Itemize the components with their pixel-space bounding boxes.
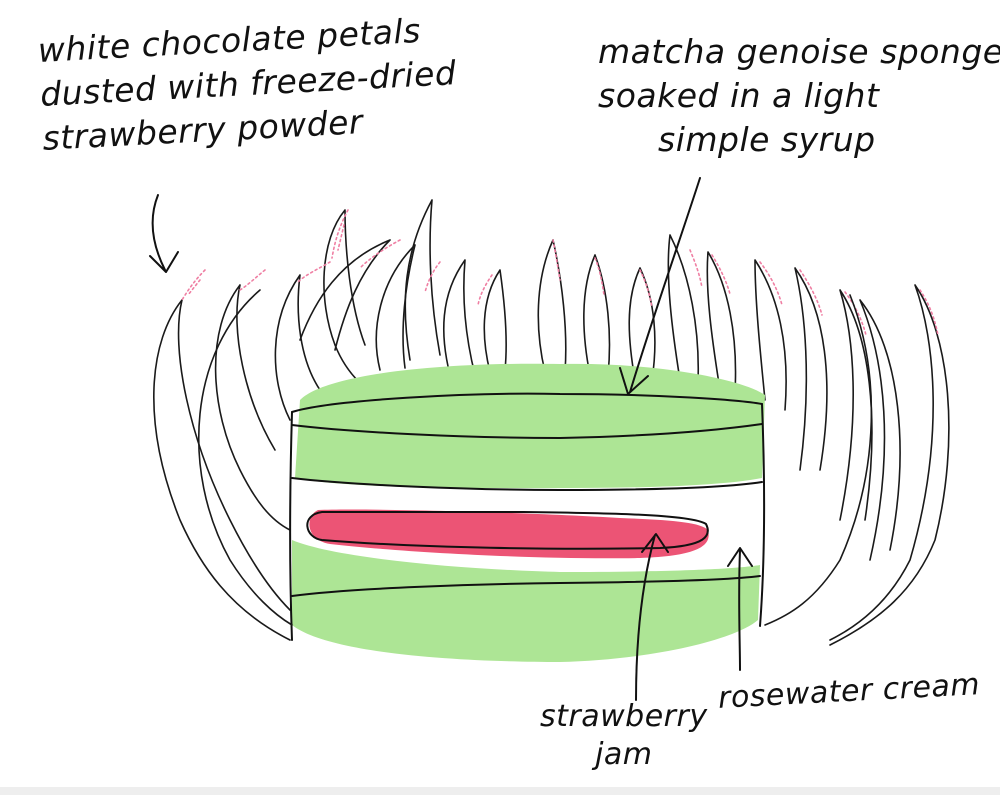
jam-arrow — [635, 533, 669, 701]
sponge-arrow — [619, 177, 701, 395]
matcha-bottom-layer — [292, 540, 760, 662]
sponge-label-line-3: simple syrup — [658, 120, 876, 159]
cream-arrow — [727, 547, 753, 671]
petals-label: white chocolate petals dusted with freez… — [37, 7, 460, 161]
bottom-edge — [0, 787, 1000, 795]
jam-label: strawberry jam — [540, 698, 708, 774]
petals-front — [198, 289, 873, 626]
sponge-label-line-1: matcha genoise sponge — [598, 32, 1000, 71]
strawberry-dust — [181, 209, 939, 336]
jam-label-line-2: jam — [595, 737, 653, 772]
strawberry-jam-layer — [309, 509, 709, 559]
petals-arrow — [149, 194, 179, 273]
jam-label-line-1: strawberry — [540, 699, 708, 734]
petals-back — [153, 199, 950, 646]
callout-arrows — [149, 177, 753, 701]
matcha-top-layer — [295, 363, 765, 489]
sponge-label-line-2: soaked in a light — [598, 76, 880, 115]
sponge-label: matcha genoise sponge soaked in a light … — [598, 30, 1000, 162]
cake-body — [289, 363, 766, 662]
